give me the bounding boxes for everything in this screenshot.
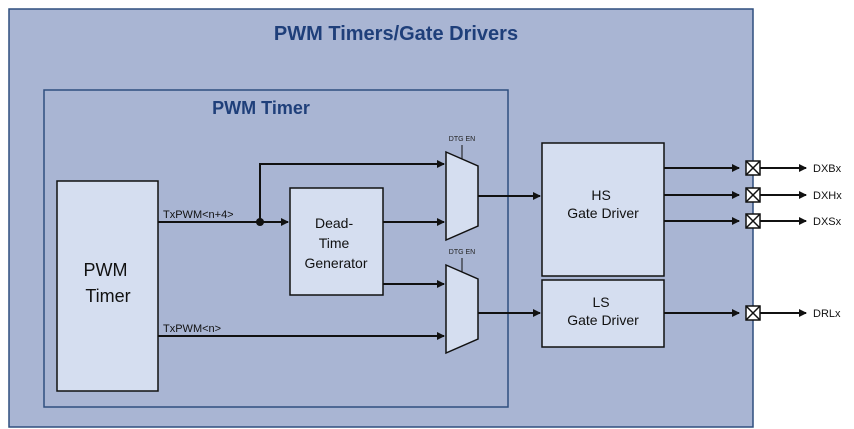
deadtime-generator-block bbox=[289, 187, 384, 296]
mux-top bbox=[445, 150, 479, 242]
output-label-dxhx: DXHx bbox=[813, 190, 842, 202]
output-label-drlx: DRLx bbox=[813, 308, 841, 320]
output-label-dxsx: DXSx bbox=[813, 216, 842, 228]
mux-bottom-select-label: DTG EN bbox=[449, 249, 475, 256]
hs-gate-driver-label: HS Gate Driver bbox=[567, 187, 639, 221]
pad-drlx bbox=[745, 305, 761, 321]
signal-lower-label: TxPWM<n> bbox=[163, 323, 221, 335]
ls-gate-driver-label: LS Gate Driver bbox=[567, 294, 639, 328]
deadtime-generator-label: Dead- Time Generator bbox=[304, 215, 367, 271]
ls-gate-driver-block bbox=[541, 279, 665, 348]
pad-dxsx bbox=[745, 213, 761, 229]
mux-top-select-label: DTG EN bbox=[449, 136, 475, 143]
pad-dxbx bbox=[745, 160, 761, 176]
mux-bottom bbox=[445, 263, 479, 355]
inner-title: PWM Timer bbox=[212, 98, 310, 118]
hs-gate-driver-block bbox=[541, 142, 665, 277]
inner-container bbox=[43, 89, 509, 408]
wire-bypass-top bbox=[259, 160, 445, 222]
pad-dxhx bbox=[745, 187, 761, 203]
pwm-timer-block bbox=[56, 180, 159, 392]
output-label-dxbx: DXBx bbox=[813, 163, 842, 175]
pwm-timer-label: PWM Timer bbox=[83, 260, 132, 306]
signal-upper-label: TxPWM<n+4> bbox=[163, 209, 234, 221]
outer-title: PWM Timers/Gate Drivers bbox=[274, 23, 518, 45]
